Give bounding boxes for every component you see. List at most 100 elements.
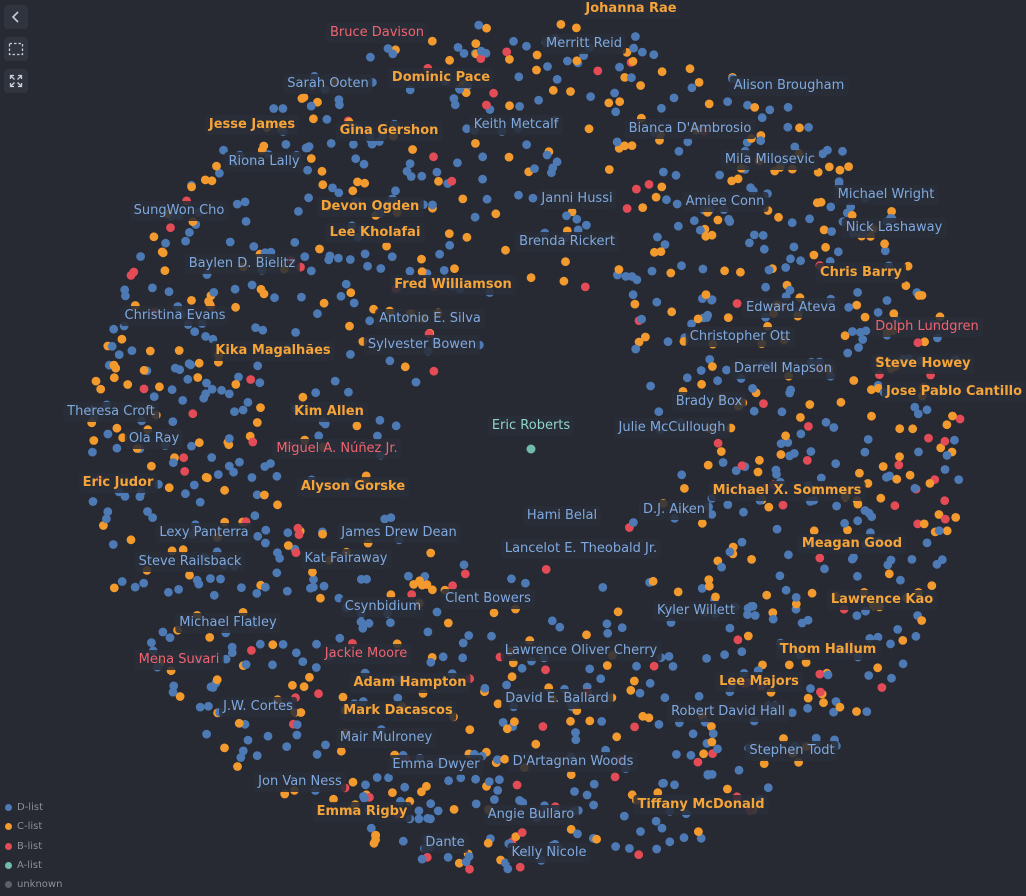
node-dot[interactable] — [707, 737, 717, 747]
node-label[interactable]: Mila Milosevic — [720, 150, 820, 170]
node-dot[interactable] — [827, 227, 836, 236]
node-dot[interactable] — [566, 87, 575, 96]
node-dot[interactable] — [910, 402, 920, 412]
node-dot[interactable] — [776, 439, 786, 448]
node-dot[interactable] — [209, 590, 219, 600]
node-label[interactable]: Gina Gershon — [335, 121, 443, 141]
node-dot[interactable] — [531, 739, 541, 749]
node-dot[interactable] — [701, 290, 711, 299]
node-dot[interactable] — [148, 283, 157, 293]
node-dot[interactable] — [853, 288, 862, 297]
node-dot[interactable] — [204, 297, 214, 306]
node-label[interactable]: Kika Magalhães — [211, 341, 335, 361]
node-dot[interactable] — [471, 799, 481, 809]
node-dot[interactable] — [806, 447, 816, 456]
node-dot[interactable] — [804, 422, 813, 431]
node-dot[interactable] — [715, 170, 724, 180]
node-dot[interactable] — [149, 232, 159, 242]
node-dot[interactable] — [272, 568, 282, 578]
node-dot[interactable] — [665, 837, 675, 847]
node-dot[interactable] — [787, 218, 797, 228]
node-label[interactable]: Darrell Mapson — [730, 359, 836, 379]
node-dot[interactable] — [207, 176, 217, 186]
node-dot[interactable] — [383, 44, 393, 53]
node-dot[interactable] — [829, 423, 839, 432]
node-label[interactable]: Brady Box — [671, 392, 747, 412]
node-label[interactable]: Miguel A. Núñez Jr. — [272, 439, 402, 459]
node-dot[interactable] — [781, 263, 791, 272]
node-dot[interactable] — [188, 409, 198, 419]
node-dot[interactable] — [843, 525, 852, 535]
node-dot[interactable] — [417, 854, 427, 864]
node-dot[interactable] — [840, 331, 850, 341]
node-dot[interactable] — [704, 581, 714, 591]
node-dot[interactable] — [321, 740, 330, 750]
node-dot[interactable] — [736, 267, 745, 277]
node-dot[interactable] — [758, 231, 768, 240]
node-dot[interactable] — [671, 170, 681, 180]
node-dot[interactable] — [707, 770, 717, 779]
node-dot[interactable] — [319, 298, 329, 308]
node-dot[interactable] — [832, 501, 841, 511]
node-dot[interactable] — [299, 682, 309, 692]
node-label[interactable]: Alyson Gorske — [296, 477, 410, 497]
node-dot[interactable] — [123, 380, 133, 389]
node-dot[interactable] — [298, 392, 308, 402]
node-label[interactable]: Sylvester Bowen — [363, 335, 481, 355]
node-dot[interactable] — [783, 102, 793, 112]
node-dot[interactable] — [942, 451, 952, 460]
node-dot[interactable] — [117, 577, 127, 586]
node-dot[interactable] — [566, 824, 576, 834]
node-dot[interactable] — [225, 237, 235, 247]
node-dot[interactable] — [593, 66, 603, 76]
node-dot[interactable] — [435, 249, 444, 259]
node-dot[interactable] — [644, 180, 654, 189]
node-dot[interactable] — [444, 229, 454, 239]
node-dot[interactable] — [507, 672, 517, 682]
node-dot[interactable] — [491, 209, 501, 219]
node-dot[interactable] — [386, 590, 396, 600]
node-dot[interactable] — [713, 744, 722, 754]
node-dot[interactable] — [727, 176, 737, 186]
node-dot[interactable] — [103, 429, 113, 439]
node-dot[interactable] — [283, 528, 293, 538]
node-label[interactable]: Lexy Panterra — [155, 523, 253, 543]
node-dot[interactable] — [835, 165, 845, 175]
node-dot[interactable] — [809, 526, 819, 536]
node-dot[interactable] — [895, 452, 904, 461]
node-dot[interactable] — [566, 716, 575, 726]
node-dot[interactable] — [300, 252, 310, 262]
node-dot[interactable] — [844, 162, 853, 172]
node-label[interactable]: Bruce Davison — [325, 23, 429, 43]
node-dot[interactable] — [260, 490, 269, 500]
node-dot[interactable] — [880, 239, 889, 249]
node-dot[interactable] — [126, 271, 136, 280]
node-label[interactable]: D'Artagnan Woods — [508, 752, 638, 772]
node-dot[interactable] — [483, 838, 493, 848]
node-dot[interactable] — [312, 639, 321, 649]
node-dot[interactable] — [346, 350, 355, 359]
node-dot[interactable] — [950, 435, 959, 445]
node-dot[interactable] — [187, 441, 196, 451]
node-dot[interactable] — [365, 316, 375, 326]
node-dot[interactable] — [901, 281, 911, 291]
node-dot[interactable] — [781, 585, 791, 595]
node-dot[interactable] — [241, 660, 251, 669]
node-dot[interactable] — [815, 553, 825, 563]
node-dot[interactable] — [139, 365, 149, 375]
node-dot[interactable] — [186, 360, 196, 370]
node-label[interactable]: Emma Dwyer — [388, 755, 484, 775]
node-dot[interactable] — [349, 140, 358, 149]
node-dot[interactable] — [784, 660, 794, 670]
node-dot[interactable] — [308, 567, 317, 577]
node-dot[interactable] — [663, 337, 673, 346]
node-dot[interactable] — [89, 436, 99, 445]
node-dot[interactable] — [816, 473, 826, 483]
node-dot[interactable] — [303, 165, 312, 175]
node-dot[interactable] — [164, 287, 174, 297]
node-dot[interactable] — [402, 166, 412, 176]
node-label[interactable]: Emma Rigby — [312, 802, 412, 822]
node-dot[interactable] — [297, 292, 306, 302]
node-label[interactable]: Baylen D. Bielitz — [184, 254, 300, 274]
node-dot[interactable] — [552, 75, 562, 84]
